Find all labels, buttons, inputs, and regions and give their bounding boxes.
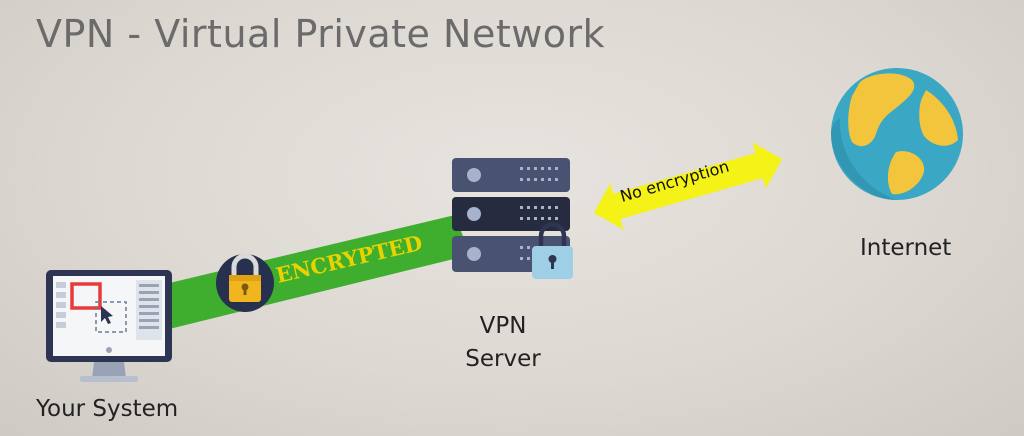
vpn-server-label: VPN Server [452, 310, 554, 377]
vpn-server-label-line1: VPN [479, 313, 527, 339]
internet-label: Internet [860, 235, 952, 261]
double-arrow-icon [593, 142, 783, 230]
your-system-label: Your System [36, 396, 179, 422]
globe-icon [831, 68, 963, 200]
tunnel-padlock-icon [216, 253, 274, 312]
vpn-server-label-line2: Server [465, 346, 541, 373]
monitor-icon [46, 270, 172, 382]
diagram-title: VPN - Virtual Private Network [36, 12, 606, 56]
encrypted-tunnel [140, 215, 470, 335]
server-padlock-icon [532, 222, 573, 279]
